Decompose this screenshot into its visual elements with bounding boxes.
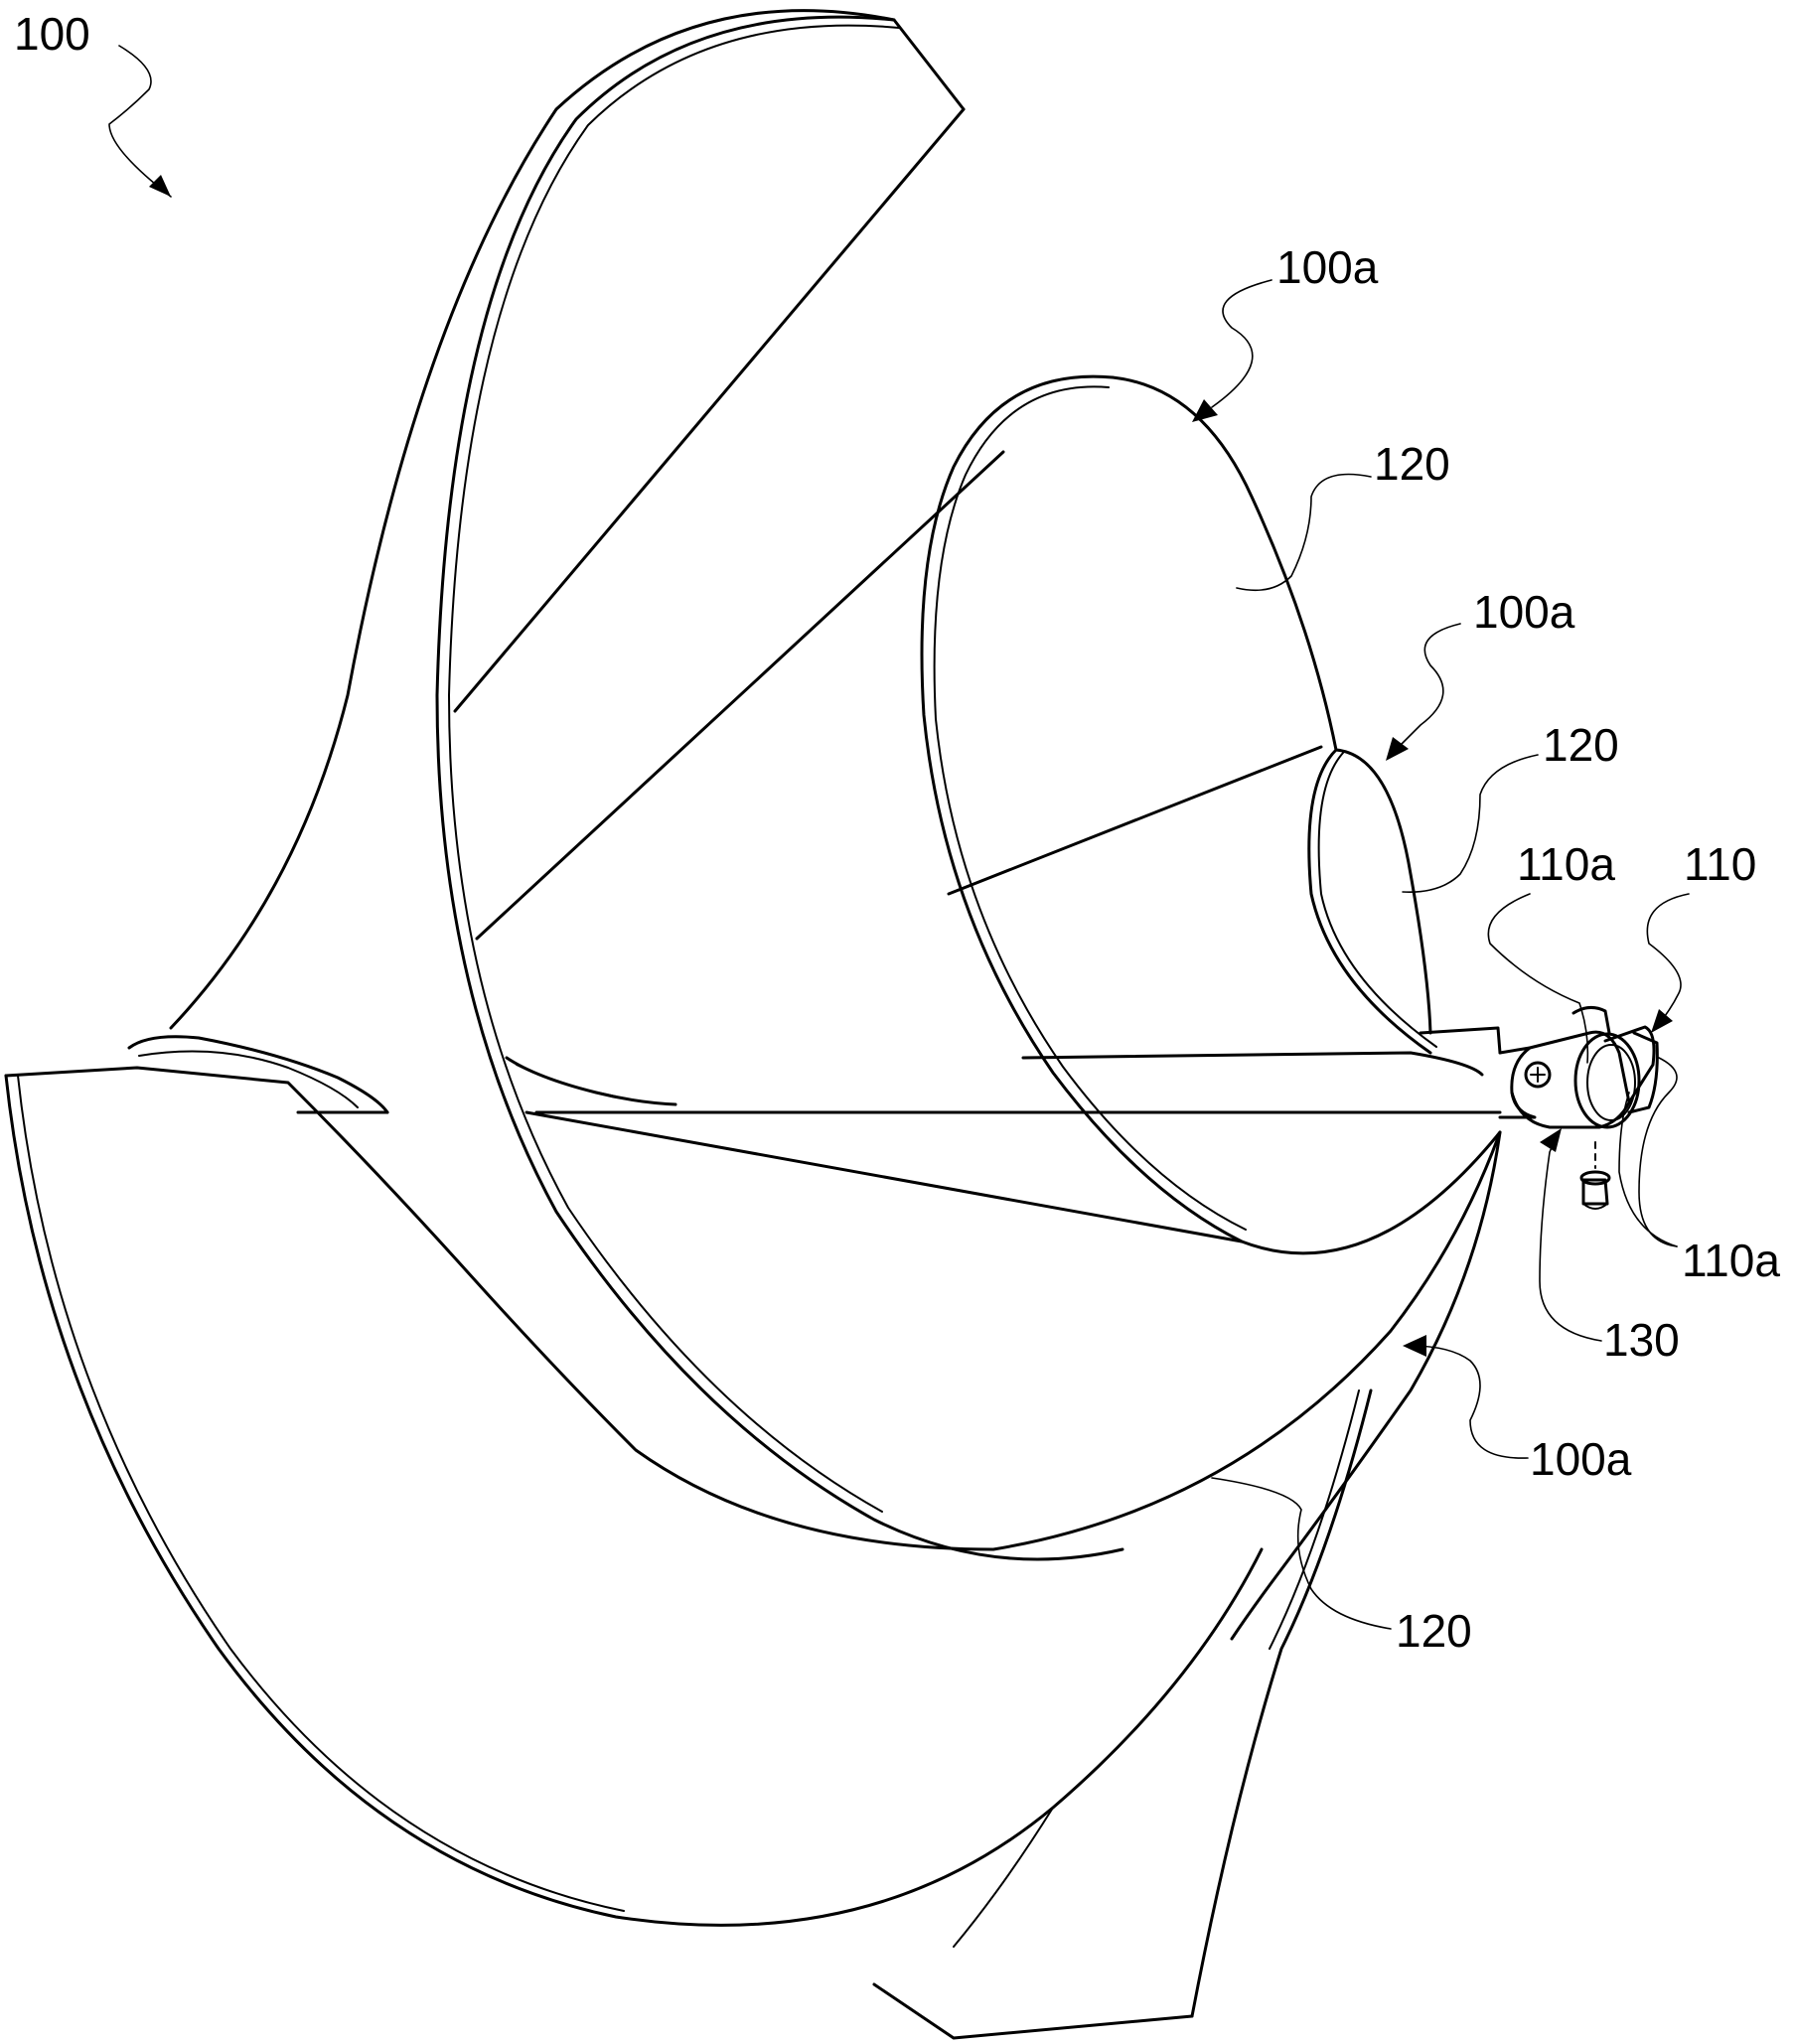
label-shaft-face-top: 110a: [1517, 838, 1615, 890]
label-assembly: 100: [14, 8, 90, 60]
hub-fins: [127, 1035, 677, 1114]
label-collar: 130: [1603, 1314, 1680, 1366]
label-shaft-face-right: 110a: [1682, 1235, 1780, 1286]
reference-labels: 100 100a 120 100a 120 110a 110 110a 130 …: [14, 8, 1780, 1657]
label-blade-bottom: 120: [1396, 1605, 1472, 1657]
label-shaft: 110: [1684, 838, 1756, 890]
label-edge-middle: 100a: [1473, 586, 1575, 638]
blade-small-inner: [1307, 748, 1502, 1055]
label-blade-top: 120: [1374, 438, 1450, 490]
label-blade-middle: 120: [1543, 719, 1619, 771]
outer-blade-lower: [4, 1066, 1502, 2040]
blade-tall-top: [169, 9, 1124, 1561]
label-edge-top: 100a: [1276, 241, 1379, 293]
label-edge-bottom: 100a: [1530, 1433, 1632, 1485]
leader-lines: [108, 45, 1690, 1630]
shaft-assembly: [1498, 1006, 1659, 1210]
blade-middle-cone: [524, 374, 1502, 1255]
